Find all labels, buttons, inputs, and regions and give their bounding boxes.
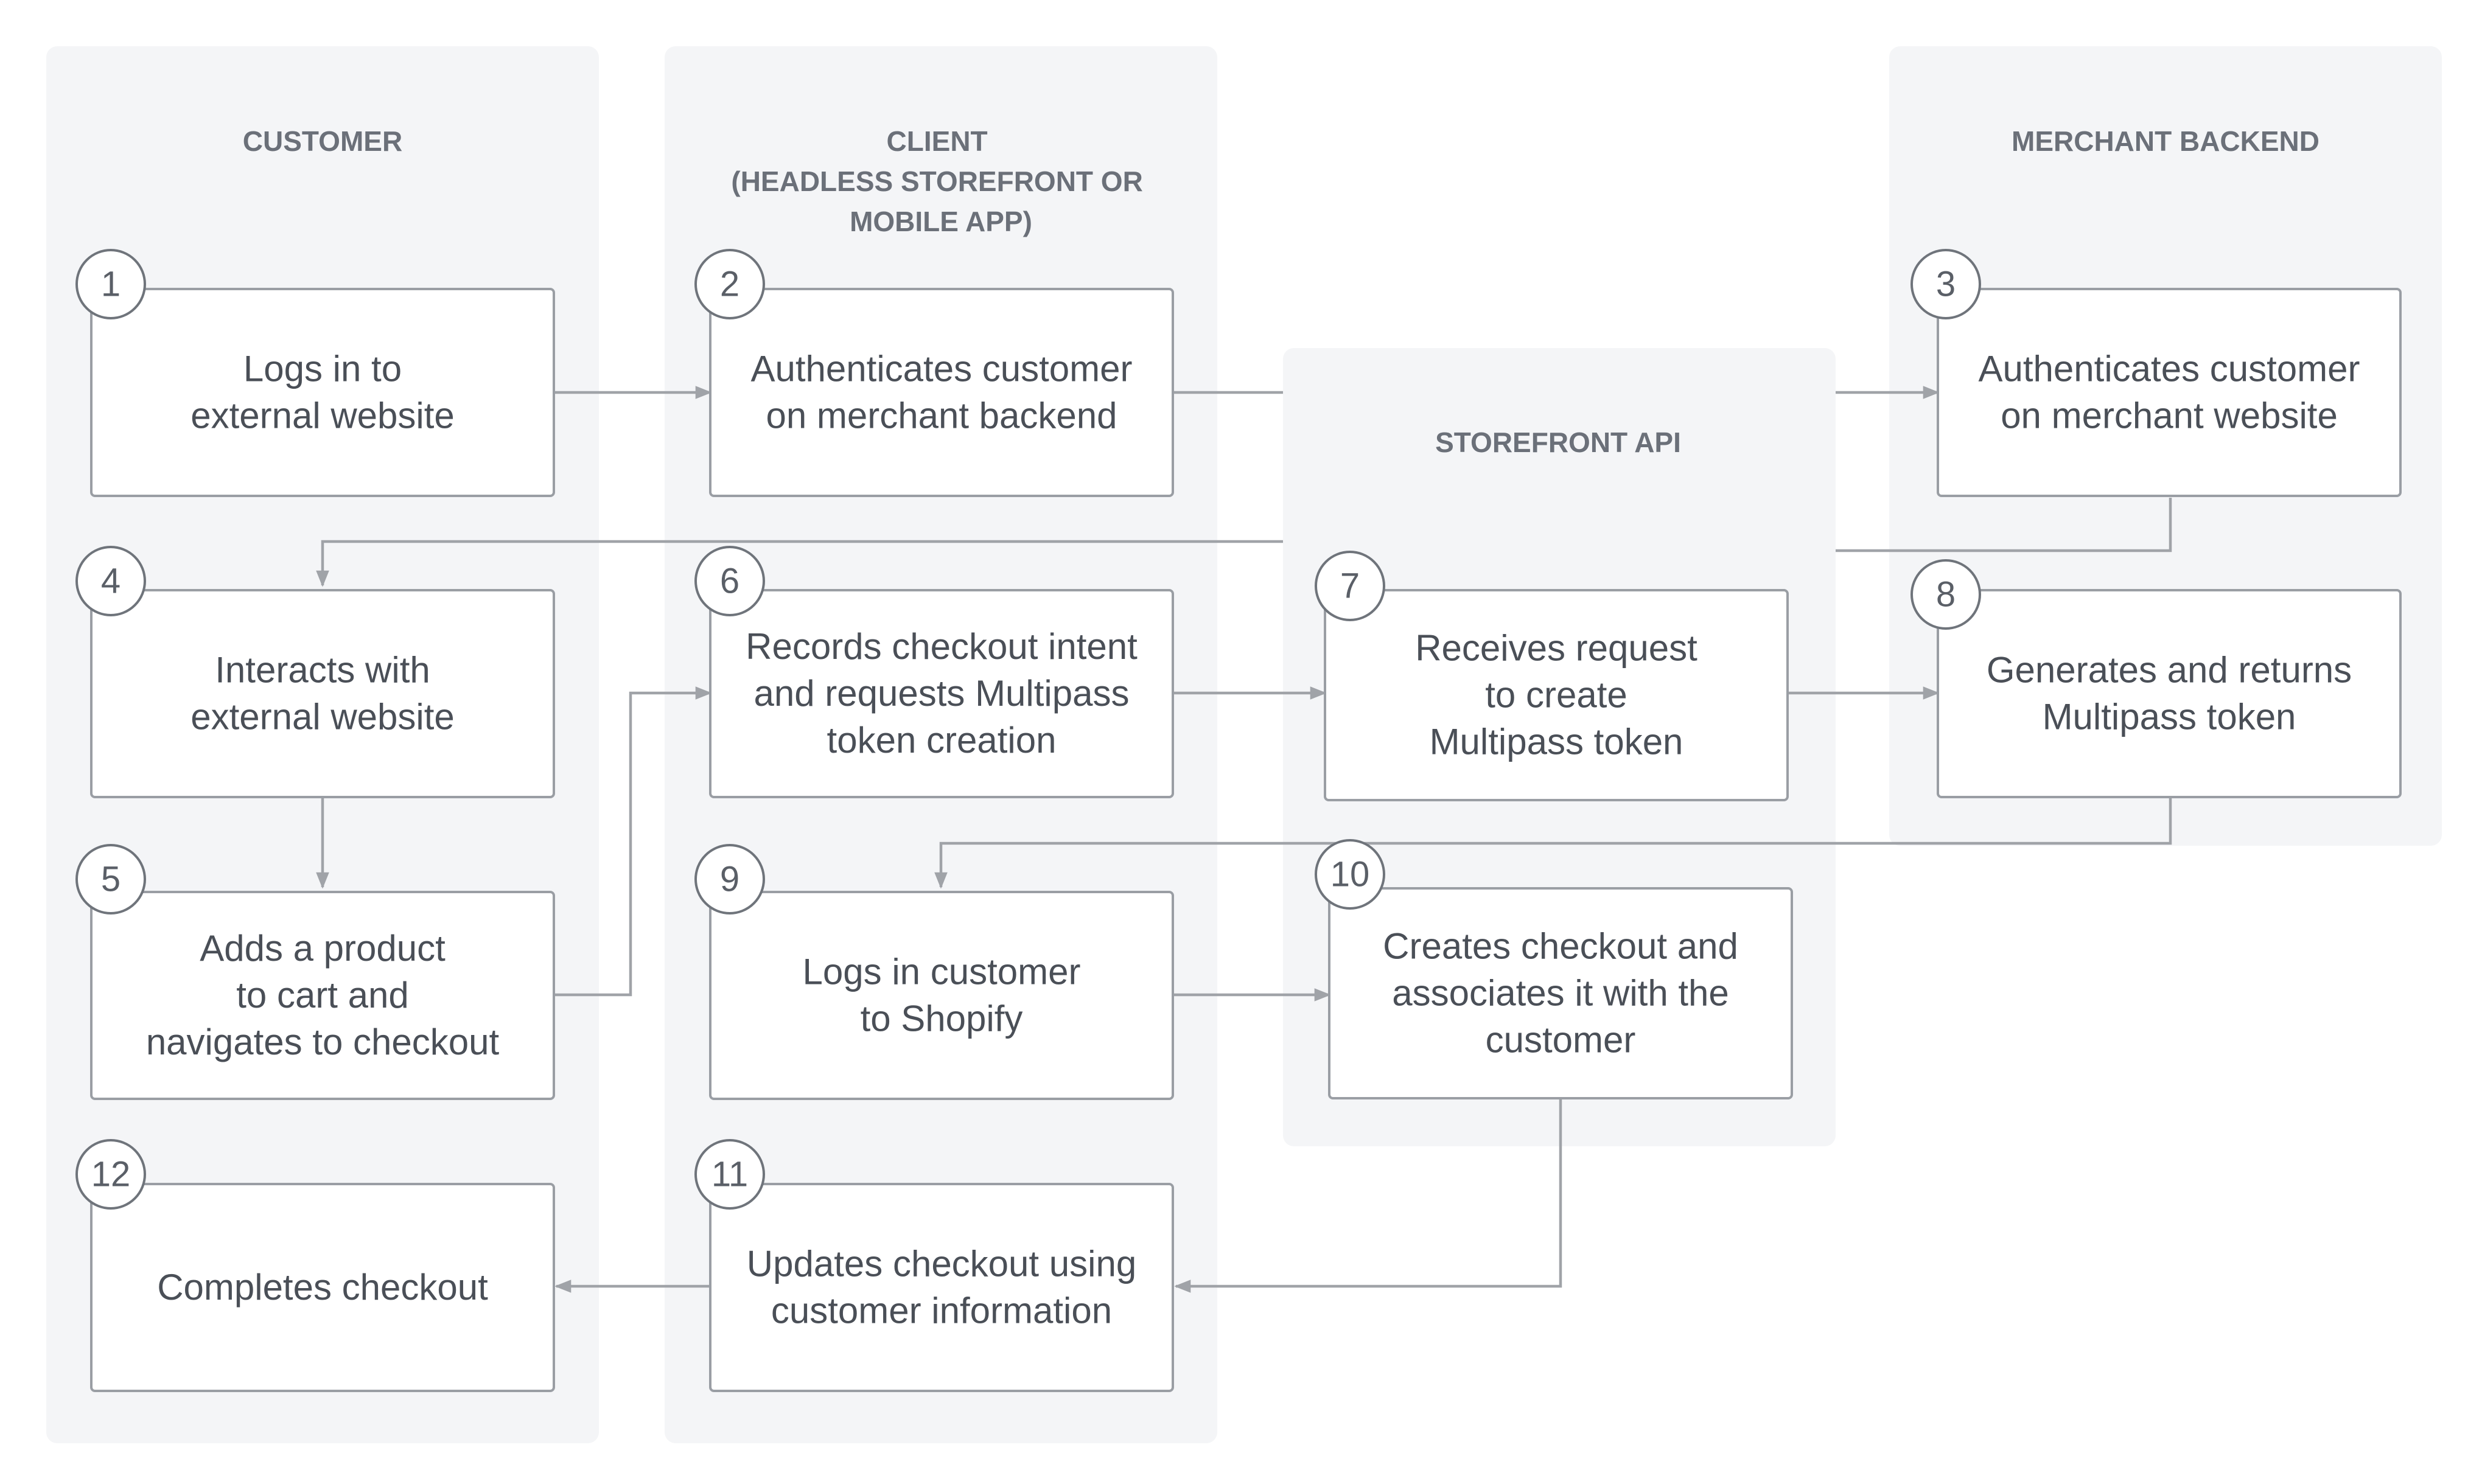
connector-10-to-11	[1174, 1096, 1562, 1293]
step-4-box	[90, 589, 555, 798]
step-9-label: Logs in customer to Shopify	[803, 952, 1081, 1039]
step-11-box	[709, 1183, 1174, 1392]
step-1: Logs in to external website 1	[75, 249, 555, 497]
connector-8-to-9	[934, 798, 2172, 889]
step-8-number: 8	[1936, 575, 1956, 615]
step-6-label-line: Records checkout intent	[746, 626, 1138, 667]
customer-lane-title: CUSTOMER	[243, 125, 402, 157]
step-5-label-line: navigates to checkout	[146, 1022, 500, 1062]
step-7-label-line: Multipass token	[1430, 722, 1683, 762]
step-11: Updates checkout using customer informati…	[694, 1139, 1174, 1392]
storefront-api-lane-title: STOREFRONT API	[1435, 427, 1681, 458]
step-10-box	[1328, 887, 1793, 1099]
step-10-label-line: customer	[1486, 1020, 1636, 1061]
step-9-number: 9	[720, 860, 739, 899]
step-5-label-line: Adds a product	[200, 928, 446, 969]
step-2-label-line: Authenticates customer	[751, 349, 1133, 389]
step-4: Interacts with external website 4	[75, 546, 555, 798]
step-9-number-badge	[694, 844, 765, 914]
step-8-label-line: Generates and returns	[1987, 650, 2352, 691]
step-4-label-line: Interacts with	[215, 650, 430, 691]
step-1-label: Logs in to external website	[191, 349, 455, 436]
step-2-label-line: on merchant backend	[766, 395, 1117, 436]
client-lane-title: CLIENT (HEADLESS STOREFRONT OR MOBILE AP…	[731, 125, 1150, 237]
step-2-number-badge	[694, 249, 765, 319]
step-4-label: Interacts with external website	[191, 650, 455, 737]
step-3-number-badge	[1910, 249, 1981, 319]
step-4-number-badge	[75, 546, 146, 616]
step-11-number-badge	[694, 1139, 765, 1210]
step-11-number: 11	[711, 1155, 748, 1194]
step-6-number: 6	[720, 562, 739, 601]
connector-3-to-storefront	[1836, 498, 2172, 552]
step-11-label: Updates checkout using customer informati…	[747, 1244, 1136, 1331]
step-12: Completes checkout 12	[75, 1139, 555, 1392]
step-9: Logs in customer to Shopify 9	[694, 844, 1174, 1100]
step-9-box	[709, 891, 1174, 1100]
step-12-number-badge	[75, 1139, 146, 1210]
step-6-number-badge	[694, 546, 765, 616]
step-1-label-line: Logs in to	[243, 349, 402, 389]
step-12-label-line: Completes checkout	[157, 1267, 488, 1308]
step-6-label: Records checkout intent and requests Mult…	[746, 626, 1138, 761]
step-5: Adds a product to cart and navigates to ch…	[75, 844, 555, 1100]
merchant-backend-lane-title: MERCHANT BACKEND	[2012, 125, 2319, 157]
step-5-label: Adds a product to cart and navigates to ch…	[146, 928, 500, 1062]
step-10-number-badge	[1315, 839, 1385, 910]
step-1-number-badge	[75, 249, 146, 319]
step-3-box	[1937, 288, 2402, 497]
connectors	[316, 386, 2172, 1293]
step-3: Authenticates customer on merchant websit…	[1910, 249, 2402, 497]
step-10-label-line: associates it with the	[1392, 973, 1729, 1014]
step-5-box	[90, 891, 555, 1100]
step-7-label-line: Receives request	[1415, 628, 1697, 669]
step-10-label: Creates checkout and associates it with t…	[1383, 926, 1738, 1061]
step-2-box	[709, 288, 1174, 497]
step-11-label-line: customer information	[771, 1291, 1112, 1331]
step-6-box	[709, 589, 1174, 798]
step-6: Records checkout intent and requests Mult…	[694, 546, 1174, 798]
step-5-number-badge	[75, 844, 146, 914]
step-1-box	[90, 288, 555, 497]
step-12-label: Completes checkout	[157, 1267, 488, 1308]
step-7-number-badge	[1315, 551, 1385, 621]
step-3-number: 3	[1936, 265, 1956, 304]
step-9-label-line: Logs in customer	[803, 952, 1081, 992]
steps: Logs in to external website 1Authenticates…	[75, 249, 2402, 1392]
step-10-label-line: Creates checkout and	[1383, 926, 1738, 967]
step-8-number-badge	[1910, 559, 1981, 630]
step-10: Creates checkout and associates it with t…	[1315, 839, 1793, 1099]
step-3-label-line: on merchant website	[2001, 395, 2338, 436]
step-5-number: 5	[101, 860, 121, 899]
step-2-label: Authenticates customer on merchant backen…	[751, 349, 1133, 436]
step-6-label-line: token creation	[827, 720, 1057, 761]
step-8-label-line: Multipass token	[2043, 697, 2296, 737]
step-12-number: 12	[91, 1155, 131, 1194]
step-1-number: 1	[101, 265, 121, 304]
step-7-number: 7	[1340, 566, 1360, 606]
step-5-label-line: to cart and	[236, 975, 409, 1015]
step-6-label-line: and requests Multipass	[754, 673, 1130, 714]
step-1-label-line: external website	[191, 395, 455, 436]
step-11-label-line: Updates checkout using	[747, 1244, 1136, 1284]
step-3-label: Authenticates customer on merchant websit…	[1979, 349, 2360, 436]
step-7-label-line: to create	[1485, 675, 1627, 716]
step-3-label-line: Authenticates customer	[1979, 349, 2360, 389]
step-10-number: 10	[1330, 855, 1370, 894]
step-7-box	[1324, 589, 1789, 801]
step-9-label-line: to Shopify	[861, 998, 1023, 1039]
connector-storefront-to-4	[316, 540, 1283, 587]
step-4-number: 4	[101, 562, 121, 601]
connector-5-to-6	[554, 686, 712, 997]
step-12-box	[90, 1183, 555, 1392]
step-4-label-line: external website	[191, 697, 455, 737]
step-2: Authenticates customer on merchant backen…	[694, 249, 1174, 497]
step-2-number: 2	[720, 265, 739, 304]
step-8-box	[1937, 589, 2402, 798]
